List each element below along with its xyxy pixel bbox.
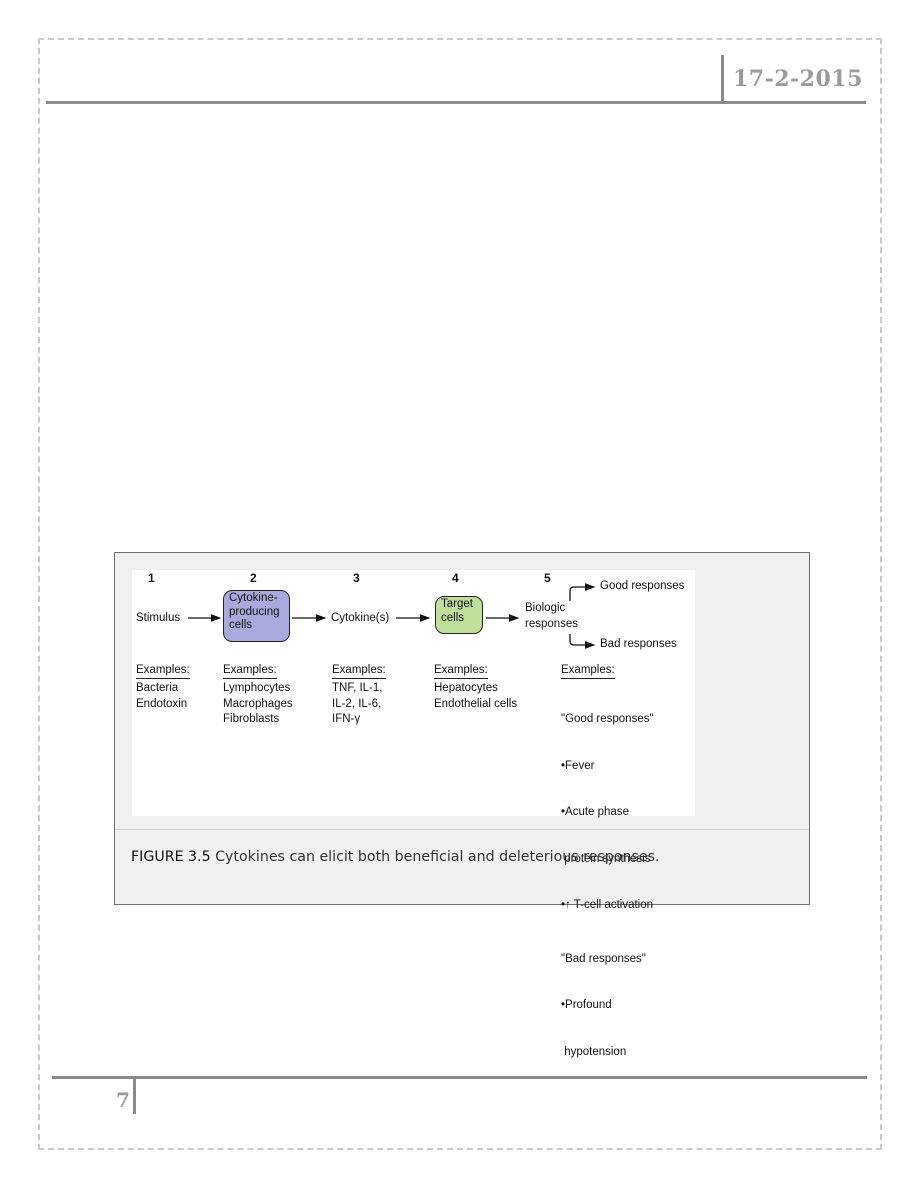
- step-number-5: 5: [544, 571, 551, 585]
- header-date: 17-2-2015: [733, 66, 863, 92]
- header-rule: [46, 101, 866, 104]
- example-item: Endotoxin: [136, 697, 188, 710]
- box-line: cells: [229, 619, 253, 631]
- target-cells-box: Target cells: [435, 596, 483, 634]
- example-item: Lymphocytes: [223, 682, 291, 694]
- examples-heading-3: Examples:: [332, 663, 386, 679]
- cytokines-label: Cytokine(s): [331, 612, 390, 624]
- examples-list-1: Bacteria Endotoxin: [136, 681, 187, 712]
- arrow-good-branch: [569, 583, 596, 601]
- example-item: Endothelial cells: [434, 697, 518, 710]
- example-item: Macrophages: [223, 697, 293, 710]
- arrow-bad-branch: [569, 634, 596, 649]
- header-separator: [721, 55, 724, 103]
- step-number-3: 3: [353, 571, 360, 585]
- examples-list-2: Lymphocytes Macrophages Fibroblasts: [223, 681, 293, 728]
- step-number-1: 1: [148, 571, 155, 585]
- examples-list-5: "Good responses" •Fever •Acute phase pro…: [561, 681, 654, 1091]
- caption-text: Cytokines can elicit both beneficial and…: [210, 849, 660, 865]
- example-item: Fibroblasts: [223, 713, 280, 725]
- figure-caption: FIGURE 3.5 Cytokines can elicit both ben…: [131, 849, 660, 865]
- diagram-arrows: [188, 583, 596, 649]
- box-line: Target: [441, 598, 473, 610]
- figure-panel: 1 2 3 4 5 Stimulus Cytokine- producing c…: [114, 552, 810, 1058]
- example-item: Hepatocytes: [434, 682, 498, 694]
- examples-heading-1: Examples:: [136, 663, 190, 679]
- cytokine-producing-cells-box: Cytokine- producing cells: [223, 590, 290, 642]
- footer-separator: [133, 1076, 136, 1114]
- caption-divider: [115, 829, 809, 830]
- stimulus-label: Stimulus: [136, 612, 181, 624]
- step-number-2: 2: [250, 571, 257, 585]
- examples-list-4: Hepatocytes Endothelial cells: [434, 681, 517, 712]
- page-number: 7: [116, 1088, 130, 1112]
- example-item: protein synthesis: [561, 852, 651, 865]
- good-responses-label: Good responses: [600, 580, 685, 592]
- example-item: TNF, IL-1,: [332, 682, 383, 694]
- caption-label: FIGURE 3.5: [131, 849, 211, 865]
- example-item: Bacteria: [136, 682, 179, 694]
- example-item: "Good responses": [561, 713, 654, 725]
- label-line: Biologic: [525, 602, 566, 614]
- box-line: cells: [441, 611, 465, 624]
- examples-list-3: TNF, IL-1, IL-2, IL-6, IFN-γ: [332, 681, 382, 728]
- biologic-responses-label: Biologic responses: [525, 601, 578, 632]
- label-line: responses: [525, 617, 579, 630]
- footer-rule: [52, 1076, 867, 1079]
- examples-heading-2: Examples:: [223, 663, 277, 679]
- example-item: IL-2, IL-6,: [332, 697, 382, 710]
- examples-heading-4: Examples:: [434, 663, 488, 679]
- box-line: Cytokine-: [229, 592, 278, 604]
- example-item: •Profound: [561, 999, 612, 1011]
- page-border: [38, 38, 882, 1150]
- box-line: producing: [229, 605, 280, 618]
- example-item: •Fever: [561, 759, 595, 772]
- example-item: hypotension: [561, 1045, 627, 1058]
- example-item: IFN-γ: [332, 713, 361, 725]
- example-item: •Acute phase: [561, 806, 629, 818]
- example-item: "Bad responses": [561, 952, 646, 965]
- step-number-4: 4: [452, 571, 459, 585]
- examples-heading-5: Examples:: [561, 663, 615, 679]
- bad-responses-label: Bad responses: [600, 638, 677, 650]
- cytokine-diagram: 1 2 3 4 5 Stimulus Cytokine- producing c…: [132, 570, 695, 1058]
- example-item: •↑ T-cell activation: [561, 899, 654, 911]
